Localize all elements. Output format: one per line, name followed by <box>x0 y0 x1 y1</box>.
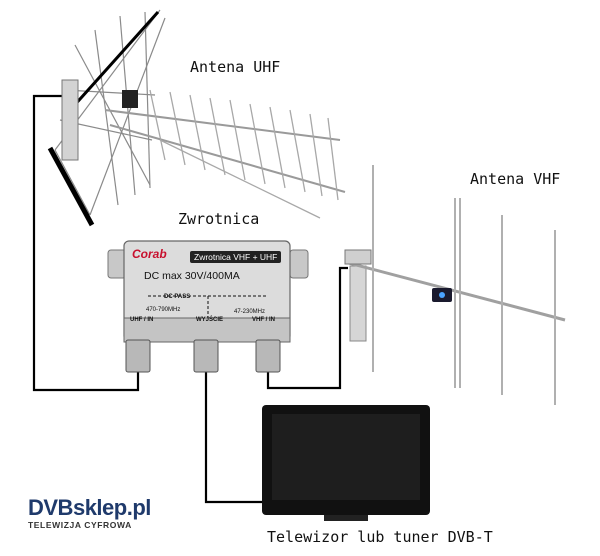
splitter-vhf-band: 47-230MHz <box>234 309 266 315</box>
splitter-label-panel: Corab Zwrotnica VHF + UHF DC max 30V/400… <box>124 241 290 341</box>
splitter-port-uhf-label: UHF / IN <box>130 317 154 323</box>
uhf-dipole-block <box>122 90 138 108</box>
splitter-model: Zwrotnica VHF + UHF <box>190 251 282 263</box>
uhf-reflector-top <box>70 10 160 110</box>
vhf-mast <box>349 265 367 342</box>
cable-vhf-to-splitter <box>266 266 348 390</box>
tv-stand <box>324 515 368 521</box>
port-out <box>193 339 219 373</box>
logo-brand-a: DVB <box>28 495 73 520</box>
logo-brand-b: sklep.pl <box>72 495 151 520</box>
label-tv: Telewizor lub tuner DVB-T <box>267 528 493 546</box>
port-vhf-in <box>255 339 281 373</box>
uhf-antenna <box>47 9 346 227</box>
vhf-clamp <box>344 249 372 265</box>
splitter-brand: Corab <box>132 247 167 261</box>
uhf-booms <box>104 109 346 193</box>
uhf-mast <box>61 79 79 161</box>
tv-screen <box>272 414 420 500</box>
splitter-spec: DC max 30V/400MA <box>144 270 240 282</box>
splitter-flange-right <box>289 249 309 279</box>
logo-tagline: TELEWIZJA CYFROWA <box>28 520 132 530</box>
splitter-uhf-band: 470-790MHz <box>146 307 181 313</box>
uhf-reflector-edge <box>47 146 95 227</box>
vhf-elements <box>372 165 556 405</box>
uhf-directors <box>149 89 339 219</box>
splitter-device <box>107 240 309 373</box>
dvbsklep-logo: DVBsklep.pl TELEWIZJA CYFROWA <box>28 495 151 531</box>
label-vhf-antenna: Antena VHF <box>470 170 561 188</box>
label-splitter: Zwrotnica <box>178 210 260 228</box>
port-uhf-in <box>125 339 151 373</box>
splitter-port-out-label: WYJŚCIE <box>196 317 224 323</box>
splitter-dc-pass: DC PASS <box>164 294 191 300</box>
vhf-connector-light <box>439 292 445 298</box>
splitter-port-vhf-label: VHF / IN <box>252 317 276 323</box>
label-uhf-antenna: Antena UHF <box>190 58 281 76</box>
vhf-antenna <box>344 165 566 405</box>
television <box>262 405 430 521</box>
splitter-ports <box>125 339 281 373</box>
cable-splitter-to-tv <box>204 372 270 504</box>
cables <box>32 94 348 504</box>
cable-uhf-to-splitter <box>32 94 140 392</box>
